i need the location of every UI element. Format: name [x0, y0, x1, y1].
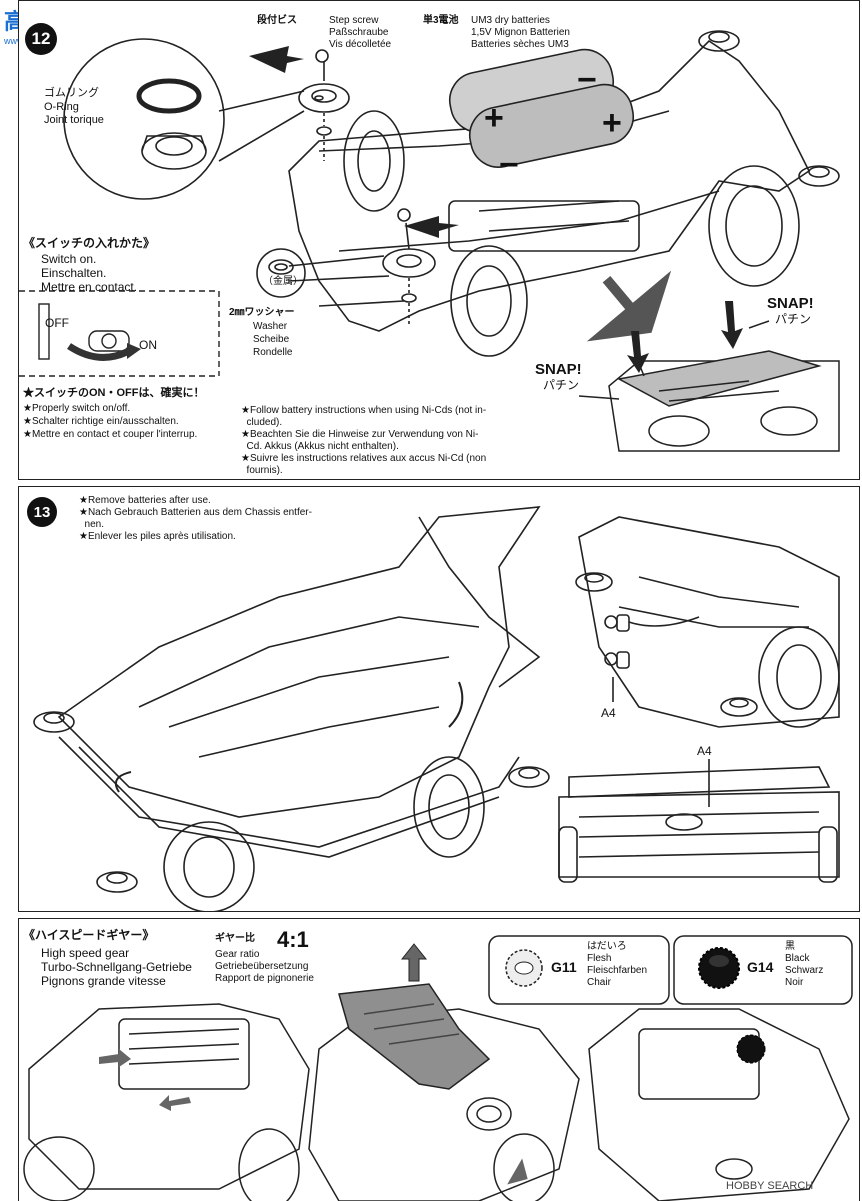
switch-title-ja: 《スイッチの入れかた》 [23, 236, 156, 250]
switch-on-label: ON [139, 338, 157, 352]
battery-minus-2: − [499, 146, 519, 184]
switch-en: Switch on. [41, 252, 97, 266]
g14-fr: Noir [785, 977, 804, 988]
step-13-illustration [33, 506, 840, 911]
snap-label-ja-2: パチン [543, 378, 580, 392]
gear-ratio-ja: ギヤー比 [215, 933, 255, 944]
g11-ja: はだいろ [587, 941, 627, 952]
gear-title-fr: Pignons grande vitesse [41, 974, 166, 988]
gear-illustration [23, 935, 853, 1201]
oring-label-fr: Joint torique [44, 114, 104, 126]
note-right-0: ★Follow battery instructions when using … [241, 405, 487, 416]
snap-label-ja-1: パチン [775, 312, 812, 326]
g14-de: Schwarz [785, 965, 824, 976]
washer-fr: Rondelle [253, 347, 293, 358]
step13-note-3: ★Enlever les piles après utilisation. [79, 531, 236, 542]
g11-fr: Chair [587, 977, 611, 988]
note-left-3: ★Mettre en contact et couper l'interrup. [23, 429, 198, 440]
washer-en: Washer [253, 321, 288, 332]
gear-ratio-fr: Rapport de pignonerie [215, 973, 314, 984]
gear-panel: 《ハイスピードギヤー》 High speed gear Turbo-Schnel… [18, 918, 860, 1201]
note-left-1: ★Properly switch on/off. [23, 403, 131, 414]
g14-en: Black [785, 953, 810, 964]
battery-plus-1: + [484, 99, 504, 137]
snap-label-en-1: SNAP! [767, 295, 814, 312]
step-screw-en: Step screw [329, 15, 379, 26]
step-screw-ja: 段付ビス [257, 15, 297, 26]
snap-label-en-2: SNAP! [535, 361, 582, 378]
switch-off-label: OFF [45, 316, 69, 330]
step13-note-2: nen. [79, 519, 105, 530]
battery-en: UM3 dry batteries [471, 15, 550, 26]
note-right-5: fournis). [241, 465, 283, 476]
step-12-panel: + − + − [18, 0, 860, 480]
note-right-3: Cd. Akkus (Akkus nicht enthalten). [241, 441, 399, 452]
note-right-4: ★Suivre les instructions relatives aux a… [241, 453, 487, 464]
battery-fr: Batteries sèches UM3 [471, 39, 569, 50]
step-screw-de: Paßschraube [329, 27, 389, 38]
g14-code: G14 [747, 959, 774, 975]
step-screw-fr: Vis décolletée [329, 39, 392, 50]
switch-fr: Mettre en contact. [41, 280, 138, 294]
part-a4-label-2: A4 [697, 744, 712, 758]
battery-plus-2: + [602, 104, 622, 142]
note-right-1: cluded). [241, 417, 283, 428]
g11-de: Fleischfarben [587, 965, 648, 976]
oring-label-ja: ゴムリング [44, 87, 99, 99]
step-12-illustration: + − + − [19, 30, 840, 452]
gear-title-de: Turbo-Schnellgang-Getriebe [41, 960, 192, 974]
note-right-2: ★Beachten Sie die Hinweise zur Verwendun… [241, 429, 479, 440]
watermark-hobby-search: HOBBY SEARCH [726, 1180, 814, 1192]
step13-note-1: ★Nach Gebrauch Batterien aus dem Chassis… [79, 507, 312, 518]
gear-ratio-de: Getriebeübersetzung [215, 961, 309, 972]
battery-de: 1,5V Mignon Batterien [471, 27, 570, 38]
gear-title-en: High speed gear [41, 946, 130, 960]
gear-ratio-value: 4:1 [277, 927, 309, 952]
step-13-badge: 13 [27, 497, 57, 527]
note-left-0: ★スイッチのON・OFFは、確実に！ [23, 387, 205, 399]
battery-ja: 単3電池 [423, 15, 459, 26]
battery-minus-1: − [577, 61, 597, 99]
step-12-badge: 12 [25, 23, 57, 55]
metal-label: （金属） [263, 276, 303, 287]
g11-en: Flesh [587, 953, 612, 964]
switch-de: Einschalten. [41, 266, 107, 280]
oring-label-de: O-Ring [44, 101, 79, 113]
washer-de: Scheibe [253, 334, 290, 345]
gear-ratio-en: Gear ratio [215, 949, 260, 960]
washer-ja: 2㎜ワッシャー [229, 307, 295, 318]
part-a4-label-1: A4 [601, 706, 616, 720]
step13-note-0: ★Remove batteries after use. [79, 495, 211, 506]
step-13-panel: 13 ★Remove batteries after use. ★Nach Ge… [18, 486, 860, 912]
gear-title-ja: 《ハイスピードギヤー》 [23, 928, 155, 942]
note-left-2: ★Schalter richtige ein/ausschalten. [23, 416, 179, 427]
g11-code: G11 [551, 959, 577, 975]
g14-ja: 黒 [785, 941, 795, 952]
